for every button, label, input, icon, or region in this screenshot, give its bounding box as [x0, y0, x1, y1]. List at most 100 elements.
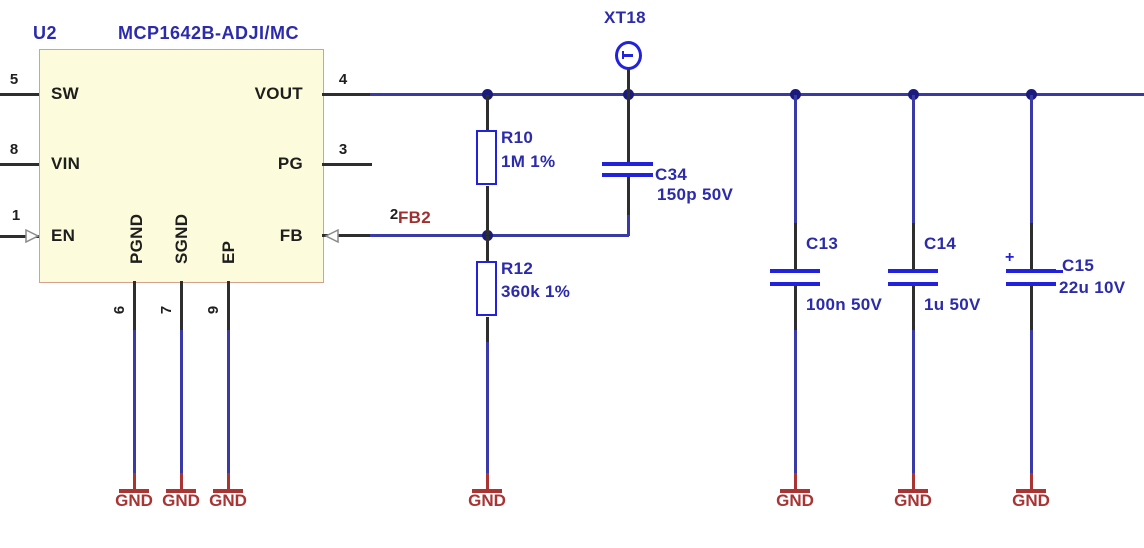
wire-pin-en: [0, 234, 39, 238]
testpoint-tick: [621, 51, 624, 59]
wire-r10-top: [485, 95, 489, 131]
c15-polarity-plus: +: [1005, 249, 1015, 266]
gnd-bar-icon: [119, 489, 149, 493]
pin-label-ep: EP: [219, 240, 238, 264]
wire-r12-top: [485, 236, 489, 262]
wire-c14-top: [911, 223, 915, 270]
pin-label-sgnd: SGND: [172, 213, 191, 264]
capacitor-c13-plate: [770, 269, 820, 273]
capacitor-c13-plate: [770, 282, 820, 286]
gnd-symbol: GND: [102, 473, 166, 517]
gnd-bar-icon: [472, 489, 502, 493]
resistor-r12-body: [476, 261, 497, 316]
c14-ref-label: C14: [924, 234, 957, 253]
r10-value-label: 1M 1%: [501, 152, 556, 171]
net-vout-bus: [370, 92, 1144, 96]
wire-pin-pgnd: [132, 281, 136, 330]
net-sgnd-gnd: [179, 330, 183, 473]
c15-value-label: 22u 10V: [1059, 278, 1126, 297]
capacitor-c34-plate: [602, 173, 653, 177]
gnd-bar-icon: [213, 489, 243, 493]
capacitor-c15-plate: [1006, 269, 1056, 273]
wire-pin-fb: [322, 233, 372, 237]
pin-label-en: EN: [51, 226, 76, 245]
resistor-r10-body: [476, 130, 497, 185]
wire-pin-pg: [322, 162, 372, 166]
gnd-label: GND: [209, 491, 247, 510]
c13-ref-label: C13: [806, 234, 839, 253]
r12-ref-label: R12: [501, 259, 534, 278]
capacitor-c15-plate: [1006, 282, 1056, 286]
net-fb-vertical: [626, 213, 630, 236]
gnd-label: GND: [115, 491, 153, 510]
net-c15-top: [1029, 95, 1033, 224]
gnd-stub: [1029, 473, 1033, 490]
ic-ref-label: U2: [33, 23, 58, 43]
pin-number-vout: 4: [338, 71, 348, 88]
input-arrow-icon: [25, 229, 40, 243]
wire-r12-bottom: [485, 317, 489, 343]
capacitor-c14-plate: [888, 269, 938, 273]
pin-label-vout: VOUT: [254, 84, 303, 103]
wire-pin-sgnd: [179, 281, 183, 330]
net-fb-horizontal: [370, 233, 629, 237]
gnd-stub: [485, 473, 489, 490]
pin-label-pgnd: PGND: [127, 213, 146, 264]
net-c15-gnd: [1029, 330, 1033, 473]
net-label-fb2: FB2: [398, 208, 432, 227]
gnd-label: GND: [776, 491, 814, 510]
c34-value-label: 150p 50V: [657, 185, 734, 204]
net-ep-gnd: [226, 330, 230, 473]
gnd-symbol: GND: [999, 473, 1063, 517]
pin-label-vin: VIN: [51, 154, 81, 173]
c14-value-label: 1u 50V: [924, 295, 981, 314]
wire-c13-top: [793, 223, 797, 270]
gnd-bar-icon: [780, 489, 810, 493]
junction-dot: [907, 88, 919, 100]
wire-pin-sw: [0, 92, 39, 96]
pin-label-pg: PG: [277, 154, 303, 173]
pin-number-fb: 2: [389, 206, 399, 223]
pin-number-sgnd: 7: [158, 305, 175, 315]
gnd-stub: [793, 473, 797, 490]
junction-dot: [481, 229, 493, 241]
pin-number-sw: 5: [9, 71, 19, 88]
net-c14-gnd: [911, 330, 915, 473]
wire-c34-bottom: [626, 177, 630, 215]
c15-label-leader: [1054, 270, 1063, 273]
c13-value-label: 100n 50V: [806, 295, 883, 314]
gnd-stub: [911, 473, 915, 490]
testpoint-dash: [623, 54, 633, 57]
wire-pin-vout: [322, 92, 372, 96]
pin-number-ep: 9: [205, 305, 222, 315]
gnd-symbol: GND: [881, 473, 945, 517]
gnd-stub: [179, 473, 183, 490]
r12-value-label: 360k 1%: [501, 282, 571, 301]
ic-part-label: MCP1642B-ADJI/MC: [118, 23, 300, 43]
gnd-stub: [226, 473, 230, 490]
wire-c15-bottom: [1029, 286, 1033, 331]
gnd-bar-icon: [166, 489, 196, 493]
wire-r10-bottom: [485, 186, 489, 235]
r10-ref-label: R10: [501, 128, 534, 147]
c15-ref-label: C15: [1062, 256, 1095, 275]
wire-testpoint: [626, 68, 630, 94]
ic-body: [39, 49, 324, 283]
junction-dot: [789, 88, 801, 100]
pin-label-fb: FB: [279, 226, 303, 245]
input-arrow-icon: [324, 229, 339, 243]
net-c14-top: [911, 95, 915, 224]
net-c13-top: [793, 95, 797, 224]
wire-c13-bottom: [793, 286, 797, 331]
capacitor-c34-plate: [602, 162, 653, 166]
capacitor-c14-plate: [888, 282, 938, 286]
junction-dot: [481, 88, 493, 100]
testpoint-icon: [614, 41, 642, 70]
wire-c34-top: [626, 94, 630, 162]
gnd-symbol: GND: [763, 473, 827, 517]
wire-pin-vin: [0, 162, 39, 166]
gnd-bar-icon: [1016, 489, 1046, 493]
gnd-label: GND: [162, 491, 200, 510]
gnd-symbol: GND: [196, 473, 260, 517]
